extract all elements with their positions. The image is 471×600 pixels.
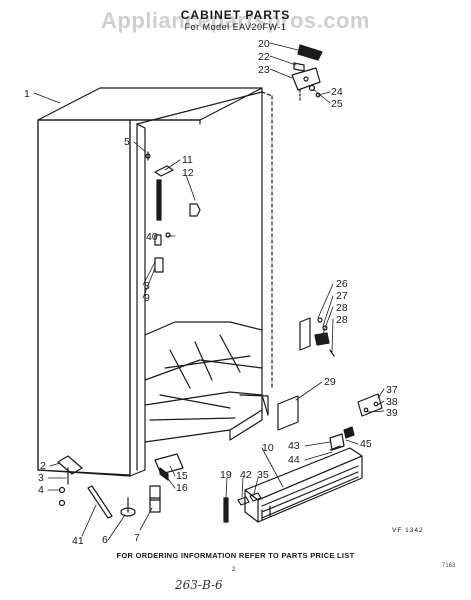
callout-8: 8 [144,280,150,292]
interior-wall-hardware [145,151,201,273]
callout-28-rear: 28 [336,314,348,326]
callout-20: 20 [258,38,270,50]
callout-24: 25 [331,98,343,110]
callout-12: 12 [182,167,194,179]
kickplate-bracket [277,395,299,431]
leveler-hardware [149,453,262,523]
callout-44: 44 [288,454,300,466]
grille-clip-assembly [329,393,383,451]
callout-3: 3 [38,472,44,484]
callout-7: 7 [134,532,140,544]
corner-code: 7163 [442,563,456,569]
toe-grille [244,447,363,523]
callout-40: 40 [146,231,158,243]
callout-23: 24 [331,86,343,98]
callout-11: 11 [182,154,193,166]
drain-hardware [57,455,161,519]
watermark: Appliancepartspros.com [101,8,370,33]
callout-25: 26 [336,278,348,290]
callout-1: 1 [24,88,30,100]
callout-35: 35 [257,469,269,481]
callout-19: 19 [220,469,232,481]
handwritten-note: 263-B-6 [175,578,223,592]
callout-28-top: 22 [258,51,270,63]
callout-labels: 1 2 3 4 5 6 7 8 9 10 11 12 15 16 19 20 2… [24,38,398,547]
callout-6: 6 [102,534,108,546]
callout-41: 41 [72,535,84,547]
callout-45: 45 [360,438,372,450]
callout-4: 4 [38,484,44,496]
callout-29: 29 [324,376,336,388]
callout-43: 43 [288,440,300,452]
callout-16: 16 [176,482,188,494]
callout-9: 9 [144,292,150,304]
callout-5: 5 [124,136,130,148]
model-subtitle: For Model EAV20FW-1 [184,22,287,32]
rear-bracket-assembly [299,317,335,357]
callout-27: 28 [336,302,348,314]
callout-37: 37 [386,384,398,396]
callout-15: 15 [176,470,188,482]
cabinet-shell [37,87,273,477]
diagram-title: CABINET PARTS [180,8,291,22]
page-number: 2 [232,567,236,573]
callout-26: 27 [336,290,348,302]
leader-lines [33,42,385,541]
callout-42: 42 [240,469,252,481]
top-hinge-assembly [291,44,323,101]
ordering-note: FOR ORDERING INFORMATION REFER TO PARTS … [116,551,355,560]
callout-2: 2 [40,460,46,472]
callout-38: 38 [386,396,398,408]
callout-39: 39 [386,407,398,419]
callout-22: 23 [258,64,270,76]
figure-code: VF 1342 [392,527,424,534]
callout-10: 10 [262,442,274,454]
